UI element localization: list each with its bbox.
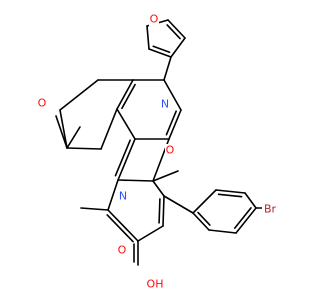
bond-18 — [66, 126, 81, 149]
bond-28 — [80, 207, 109, 211]
atom-label-furo-oxygen: O — [165, 144, 175, 157]
bond-26 — [162, 195, 165, 227]
furo-oxygen-label: O — [166, 144, 175, 157]
bond-10 — [116, 79, 134, 110]
bond-33 — [244, 192, 257, 209]
lower-nitrogen-label: N — [119, 190, 127, 203]
upper-nitrogen-label: N — [161, 98, 169, 111]
double-bond-9 — [197, 211, 211, 226]
furan-oxygen-label: O — [150, 13, 159, 26]
atom-label-furan-oxygen: O — [149, 13, 159, 26]
atom-label-acid-oxygen: O — [117, 244, 127, 257]
bond-34 — [235, 207, 257, 234]
molecule-structure: O O N O N Br O OH — [37, 13, 278, 291]
bond-2 — [148, 48, 172, 58]
double-bond-1 — [166, 24, 181, 40]
double-bond-0 — [152, 45, 171, 54]
double-bond-5 — [106, 214, 134, 243]
double-bond-2 — [165, 110, 177, 136]
bond-0 — [167, 19, 186, 39]
atom-label-acid-hydroxyl: OH — [146, 278, 164, 291]
bond-13 — [59, 79, 99, 111]
atom-label-lower-nitrogen: N — [118, 190, 128, 203]
double-bond-8 — [233, 207, 252, 229]
bond-6 — [163, 79, 182, 111]
bond-27 — [152, 180, 165, 197]
bond-14 — [59, 109, 68, 149]
bond-19 — [117, 138, 136, 181]
pyran-oxygen-label: O — [38, 97, 47, 110]
atom-label-pyran-oxygen: O — [37, 97, 47, 110]
bond-20 — [117, 179, 154, 182]
atom-label-bromine: Br — [262, 203, 278, 216]
bond-22 — [152, 170, 179, 182]
bond-17 — [55, 115, 68, 149]
bond-1 — [170, 37, 186, 58]
bond-7 — [168, 109, 182, 140]
bond-16 — [100, 108, 118, 150]
bond-35 — [208, 229, 237, 234]
bromine-label: Br — [264, 203, 277, 216]
bond-24 — [107, 209, 139, 242]
double-bond-7 — [217, 193, 243, 198]
atom-label-upper-nitrogen: N — [160, 98, 170, 111]
bond-25 — [137, 225, 164, 242]
double-bond-6 — [158, 198, 161, 224]
double-bond-3 — [121, 83, 136, 110]
bond-15 — [66, 147, 102, 150]
bond-30 — [163, 195, 194, 214]
bond-layer — [55, 19, 271, 266]
bond-36 — [192, 212, 210, 231]
bond-23 — [107, 179, 119, 211]
bond-5 — [163, 56, 172, 81]
double-bond-4 — [114, 139, 131, 177]
bond-3 — [146, 25, 150, 50]
bond-31 — [192, 189, 217, 214]
acid-hydroxyl-label: OH — [147, 278, 164, 291]
bond-32 — [215, 189, 246, 194]
acid-oxygen-label: O — [118, 244, 127, 257]
bond-9 — [116, 108, 136, 140]
